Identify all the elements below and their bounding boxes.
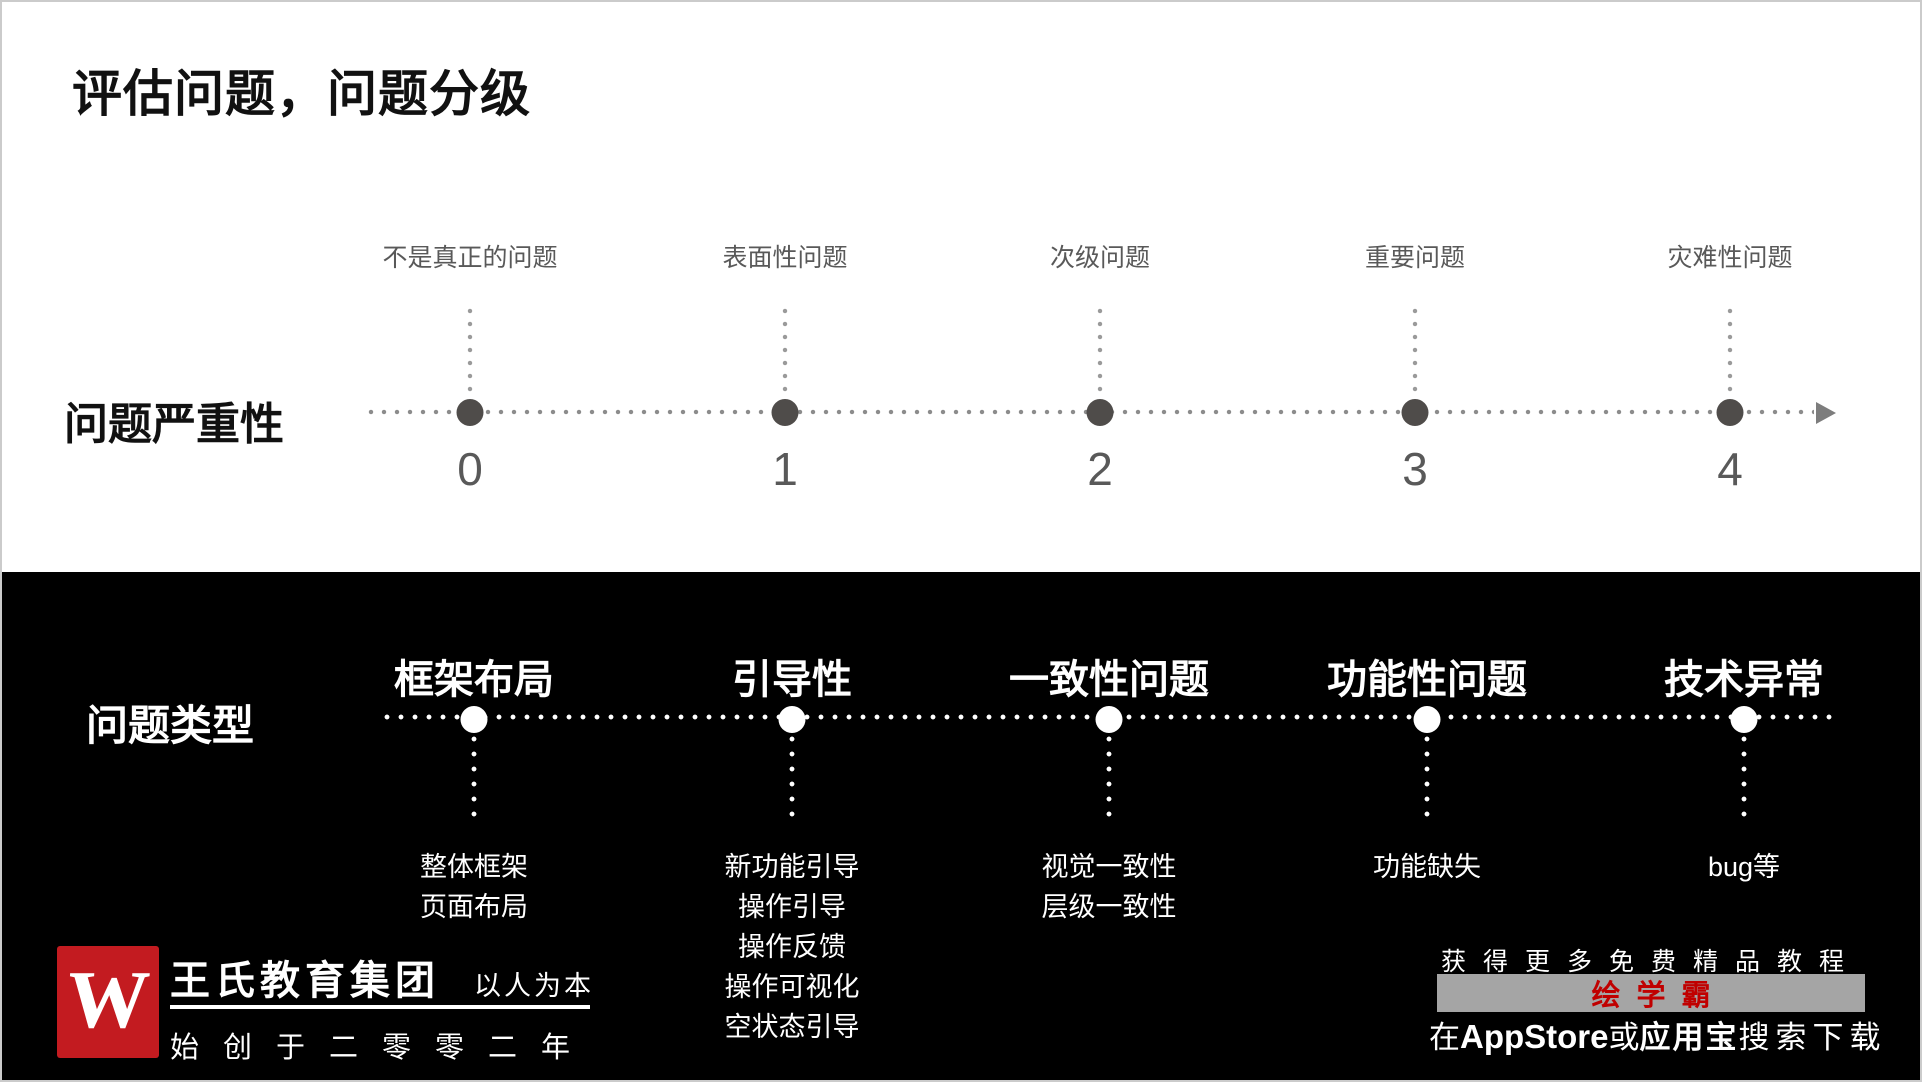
- page-title: 评估问题，问题分级: [72, 66, 531, 122]
- promo-suffix: 搜索下载: [1738, 1020, 1887, 1055]
- brand-name: 王氏教育集团: [170, 959, 440, 1003]
- severity-value: 4: [1717, 443, 1743, 495]
- type-detail: 空状态引导: [724, 1012, 860, 1042]
- severity-value: 2: [1087, 443, 1113, 495]
- type-detail: 层级一致性: [1041, 892, 1177, 922]
- type-dot: [1730, 706, 1758, 733]
- type-detail-list: 新功能引导操作引导操作反馈操作可视化空状态引导: [725, 847, 860, 1047]
- promo-yingyongbao: 应用宝: [1639, 1020, 1739, 1055]
- type-detail: 整体框架: [420, 852, 528, 882]
- type-item-label: 引导性: [732, 658, 852, 702]
- type-item-connector: [471, 736, 477, 826]
- severity-item-connector: [782, 308, 788, 396]
- promo-appstore: AppStore: [1460, 1018, 1609, 1055]
- severity-item-label: 不是真正的问题: [382, 244, 558, 272]
- brand-logo: W: [57, 946, 159, 1058]
- type-dot: [1095, 706, 1123, 733]
- brand-tagline: 以人为本: [474, 971, 594, 1001]
- type-item-label: 技术异常: [1664, 658, 1824, 702]
- severity-value: 3: [1402, 443, 1428, 495]
- type-detail-list: 功能缺失: [1373, 847, 1481, 887]
- type-detail-list: 视觉一致性层级一致性: [1042, 847, 1177, 927]
- type-detail: 操作反馈: [738, 932, 846, 962]
- severity-axis-label: 问题严重性: [64, 400, 284, 449]
- severity-value: 0: [457, 443, 483, 495]
- type-item-label: 功能性问题: [1327, 658, 1527, 702]
- type-detail: 新功能引导: [724, 852, 860, 882]
- axis-arrow-icon: [1816, 402, 1836, 424]
- brand-slogan: 始创于二零零二年: [170, 1032, 595, 1064]
- severity-item-label: 重要问题: [1364, 244, 1466, 272]
- severity-item-connector: [1097, 308, 1103, 396]
- type-detail: 操作引导: [738, 892, 846, 922]
- severity-item-label: 次级问题: [1049, 244, 1151, 272]
- type-dot: [778, 706, 806, 733]
- severity-dot: [1401, 399, 1429, 426]
- type-item-connector: [1424, 736, 1430, 826]
- brand-logo-w-icon: W: [63, 954, 153, 1045]
- type-item-connector: [789, 736, 795, 826]
- type-detail: 功能缺失: [1373, 852, 1481, 882]
- promo-download-line: 在AppStore或应用宝搜索下载: [1429, 1012, 1881, 1057]
- type-dot: [460, 706, 488, 733]
- type-item-connector: [1106, 736, 1112, 826]
- severity-dot: [771, 399, 799, 426]
- severity-dot: [1716, 399, 1744, 426]
- severity-item-label: 表面性问题: [722, 244, 848, 272]
- type-detail-list: bug等: [1708, 847, 1780, 887]
- type-detail-list: 整体框架页面布局: [420, 847, 528, 927]
- type-item-connector: [1741, 736, 1747, 826]
- type-dot: [1413, 706, 1441, 733]
- promo-or: 或: [1608, 1020, 1640, 1055]
- promo-app-badge: 绘学霸: [1437, 974, 1865, 1012]
- promo-prefix: 在: [1429, 1020, 1460, 1055]
- type-detail: 页面布局: [420, 892, 528, 922]
- promo-headline: 获得更多免费精品教程: [1440, 948, 1861, 976]
- type-detail: bug等: [1707, 852, 1781, 882]
- severity-item-label: 灾难性问题: [1667, 244, 1793, 272]
- type-detail: 操作可视化: [724, 972, 860, 1002]
- brand-divider: [170, 1005, 590, 1009]
- type-item-label: 框架布局: [394, 658, 554, 702]
- severity-dot: [1086, 399, 1114, 426]
- severity-dot: [456, 399, 484, 426]
- type-axis-label: 问题类型: [86, 702, 255, 749]
- promo-app-name: 绘学霸: [1591, 980, 1727, 1012]
- severity-item-connector: [1412, 308, 1418, 396]
- type-item-label: 一致性问题: [1009, 658, 1209, 702]
- severity-item-connector: [1727, 308, 1733, 396]
- severity-item-connector: [467, 308, 473, 396]
- severity-value: 1: [772, 443, 798, 495]
- type-detail: 视觉一致性: [1041, 852, 1177, 882]
